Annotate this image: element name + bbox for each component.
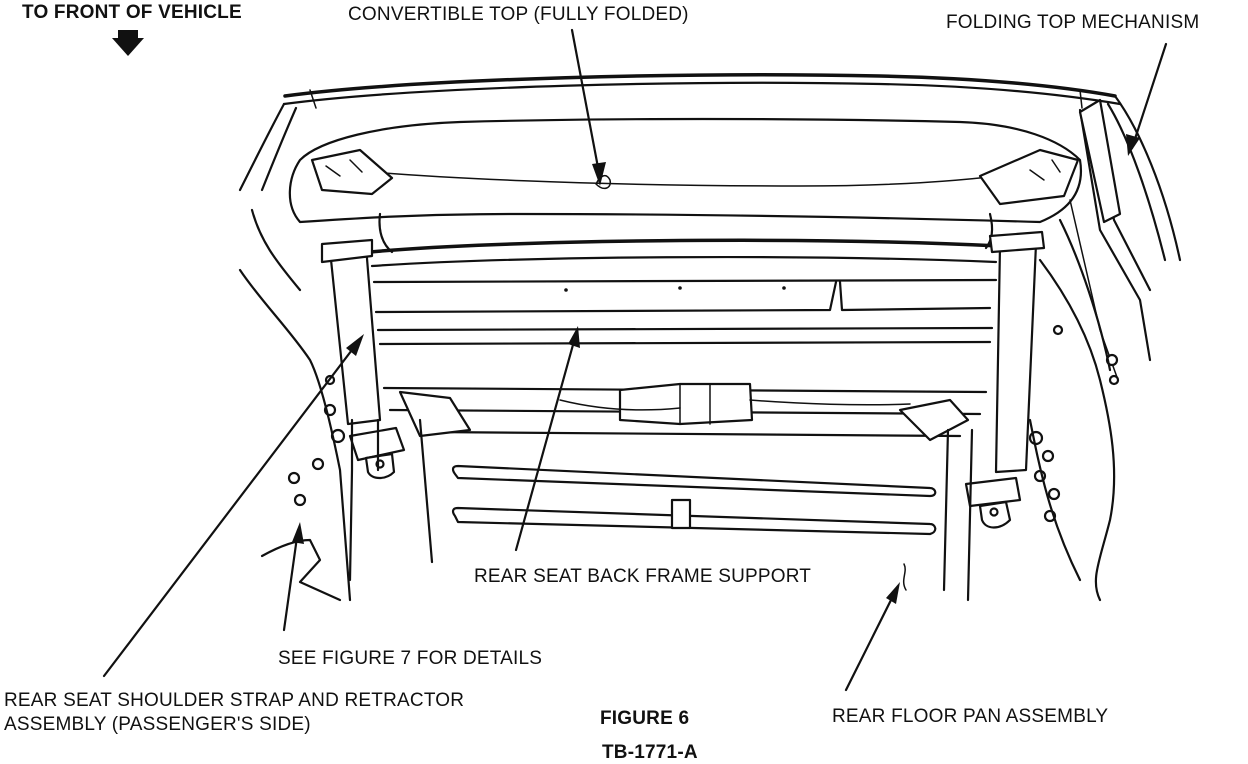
front-of-vehicle-label: TO FRONT OF VEHICLE xyxy=(22,2,242,23)
convertible-top-label: CONVERTIBLE TOP (FULLY FOLDED) xyxy=(348,4,689,25)
convertible-top-drawing xyxy=(238,73,1182,262)
figure-number: FIGURE 6 xyxy=(600,708,690,729)
shoulder-strap-label-line2: ASSEMBLY (PASSENGER'S SIDE) xyxy=(4,714,311,735)
leader-arrows xyxy=(102,28,1168,692)
bolt-icon xyxy=(287,374,346,507)
see-figure-7-label: SEE FIGURE 7 FOR DETAILS xyxy=(278,648,543,669)
left-shoulder-strap-drawing xyxy=(238,208,434,602)
shoulder-strap-label-line1: REAR SEAT SHOULDER STRAP AND RETRACTOR xyxy=(4,690,465,711)
folding-top-mechanism-drawing xyxy=(1058,98,1152,386)
rear-seat-back-frame-support-label: REAR SEAT BACK FRAME SUPPORT xyxy=(474,566,812,587)
down-arrow-icon xyxy=(112,30,144,56)
seat-back-frame-drawing xyxy=(368,238,1002,536)
rear-floor-pan-assembly-label: REAR FLOOR PAN ASSEMBLY xyxy=(832,706,1109,727)
drawing-id: TB-1771-A xyxy=(602,742,698,763)
right-shoulder-strap-drawing xyxy=(942,230,1116,602)
folding-top-mechanism-label: FOLDING TOP MECHANISM xyxy=(946,12,1200,33)
